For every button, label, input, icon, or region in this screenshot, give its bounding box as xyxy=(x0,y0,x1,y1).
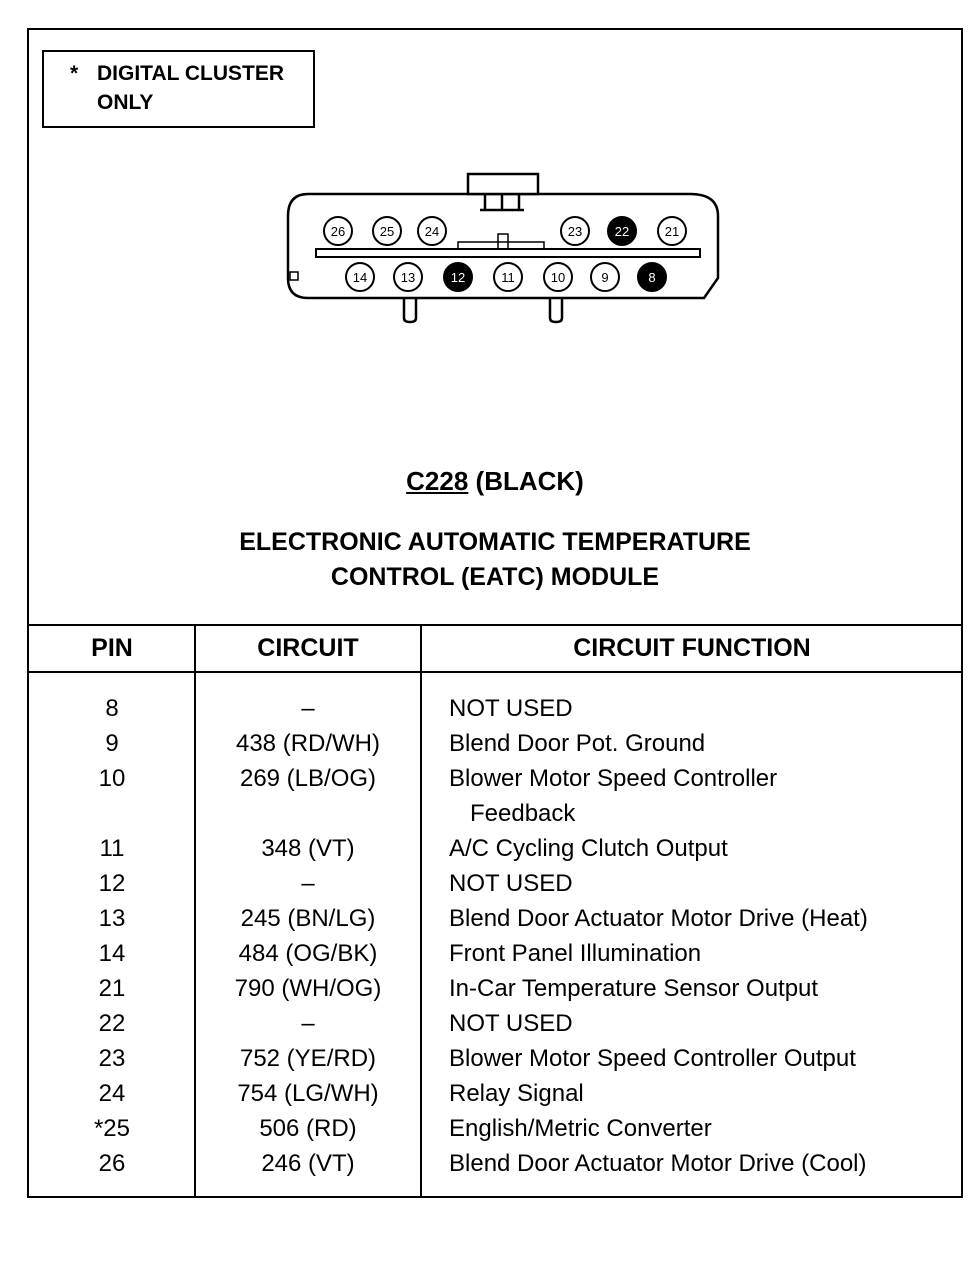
table-column-divider-2 xyxy=(420,624,422,1198)
row-function: NOT USED xyxy=(449,870,573,897)
row-function: Blend Door Actuator Motor Drive (Cool) xyxy=(449,1150,867,1177)
row-pin: 23 xyxy=(98,1045,126,1072)
row-circuit: 484 (OG/BK) xyxy=(238,940,378,967)
row-function: Front Panel Illumination xyxy=(449,940,702,967)
row-circuit: – xyxy=(301,870,315,897)
pin-21-circle xyxy=(657,216,687,246)
row-pin: 8 xyxy=(105,695,119,722)
connector-top-row: 26 25 24 23 22 21 xyxy=(323,216,687,246)
row-circuit: 752 (YE/RD) xyxy=(239,1045,377,1072)
row-pin: 12 xyxy=(98,870,126,897)
pin-13-circle xyxy=(393,262,423,292)
row-pin: 22 xyxy=(98,1010,126,1037)
pin-8-circle xyxy=(637,262,667,292)
row-function: NOT USED xyxy=(449,695,573,722)
row-circuit: 438 (RD/WH) xyxy=(235,730,380,757)
row-pin: 26 xyxy=(98,1150,126,1177)
pin-8-label: 8 xyxy=(648,270,655,285)
pin-23-label: 23 xyxy=(568,224,582,239)
pin-23-circle xyxy=(560,216,590,246)
pin-26-circle xyxy=(323,216,353,246)
pin-24-label: 24 xyxy=(425,224,439,239)
connector-diagram: 26 25 24 23 22 21 14 13 12 11 10 9 8 xyxy=(286,172,720,324)
pin-10-label: 10 xyxy=(551,270,565,285)
row-pin: 24 xyxy=(98,1080,126,1107)
pin-26-label: 26 xyxy=(331,224,345,239)
header-circuit-function: CIRCUIT FUNCTION xyxy=(573,634,811,662)
table-header-border xyxy=(27,671,963,673)
connector-id: C228 xyxy=(406,466,469,496)
row-pin: 21 xyxy=(98,975,126,1002)
pin-9-label: 9 xyxy=(601,270,608,285)
row-circuit: 754 (LG/WH) xyxy=(237,1080,379,1107)
row-function: Relay Signal xyxy=(449,1080,584,1107)
row-pin: 10 xyxy=(98,765,126,792)
row-pin: 14 xyxy=(98,940,126,967)
row-pin: 11 xyxy=(99,835,125,862)
row-function: In-Car Temperature Sensor Output xyxy=(449,975,819,1002)
row-pin: 13 xyxy=(98,905,126,932)
header-pin: PIN xyxy=(91,634,133,662)
pin-14-label: 14 xyxy=(353,270,367,285)
row-function: English/Metric Converter xyxy=(449,1115,712,1142)
module-title-line-2: CONTROL (EATC) MODULE xyxy=(330,563,660,591)
pin-14-circle xyxy=(345,262,375,292)
pin-25-label: 25 xyxy=(380,224,394,239)
connector-color: (BLACK) xyxy=(468,466,584,496)
diagram-frame xyxy=(27,28,963,1198)
row-circuit: 348 (VT) xyxy=(261,835,355,862)
connector-body xyxy=(286,192,720,300)
row-function: Blower Motor Speed Controller Output xyxy=(449,1045,856,1072)
row-circuit: 506 (RD) xyxy=(259,1115,357,1142)
pin-13-label: 13 xyxy=(401,270,415,285)
row-pin: 9 xyxy=(105,730,119,757)
note-star: * xyxy=(70,62,79,85)
row-function: Blend Door Actuator Motor Drive (Heat) xyxy=(449,905,868,932)
pin-11-label: 11 xyxy=(501,270,515,285)
row-function: Blend Door Pot. Ground xyxy=(449,730,706,757)
connector-title: C228 (BLACK) xyxy=(27,466,963,497)
row-circuit: 245 (BN/LG) xyxy=(240,905,376,932)
connector-lock-tab xyxy=(466,172,540,196)
note-line-2: ONLY xyxy=(97,91,154,114)
header-circuit: CIRCUIT xyxy=(257,634,359,662)
pin-24-circle xyxy=(417,216,447,246)
note-box xyxy=(42,50,315,128)
table-column-divider-1 xyxy=(194,624,196,1198)
connector-divider xyxy=(315,248,701,258)
pin-10-circle xyxy=(543,262,573,292)
table-top-border xyxy=(27,624,963,626)
row-function: NOT USED xyxy=(449,1010,573,1037)
pin-9-circle xyxy=(590,262,620,292)
row-function: Blower Motor Speed Controller xyxy=(449,765,778,792)
pin-12-label: 12 xyxy=(451,270,465,285)
note-line-1: DIGITAL CLUSTER xyxy=(97,62,285,85)
pin-12-circle xyxy=(443,262,473,292)
pin-22-label: 22 xyxy=(615,224,629,239)
connector-bottom-row: 14 13 12 11 10 9 8 xyxy=(345,262,667,292)
pin-22-circle xyxy=(607,216,637,246)
pin-21-label: 21 xyxy=(665,224,679,239)
row-pin: *25 xyxy=(93,1115,131,1142)
module-title-line-1: ELECTRONIC AUTOMATIC TEMPERATURE xyxy=(239,528,751,556)
pin-11-circle xyxy=(493,262,523,292)
row-circuit: 246 (VT) xyxy=(261,1150,355,1177)
pin-25-circle xyxy=(372,216,402,246)
row-circuit: 790 (WH/OG) xyxy=(234,975,382,1002)
row-circuit: 269 (LB/OG) xyxy=(239,765,377,792)
row-circuit: – xyxy=(301,1010,315,1037)
row-circuit: – xyxy=(301,695,315,722)
row-function: A/C Cycling Clutch Output xyxy=(449,835,728,862)
row-function-continued: Feedback xyxy=(470,800,576,827)
